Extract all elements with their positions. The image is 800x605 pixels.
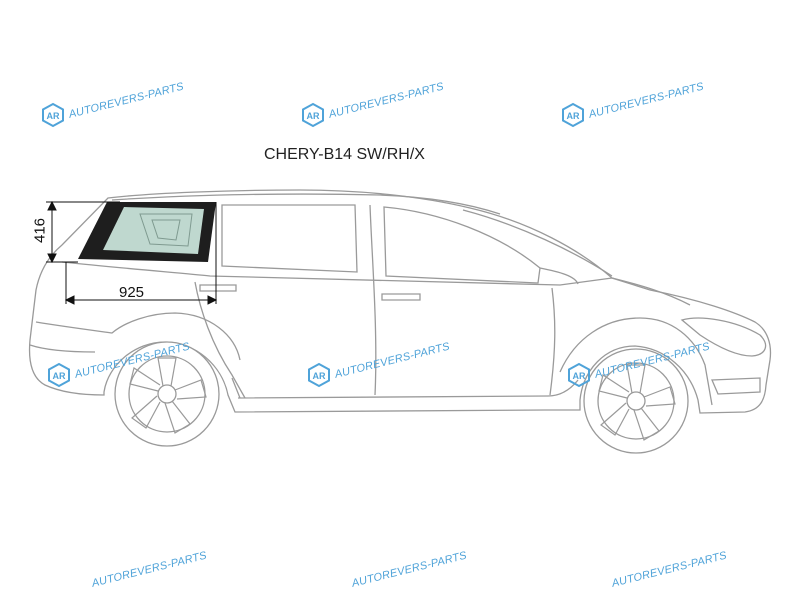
front-door-window bbox=[383, 206, 541, 284]
watermark: AR AUTOREVERS-PARTS bbox=[46, 341, 193, 388]
autorevers-logo-icon: AR bbox=[48, 362, 70, 388]
autorevers-logo-icon: AR bbox=[302, 102, 324, 128]
watermark: AR AUTOREVERS-PARTS bbox=[300, 81, 447, 128]
logo-letters: AR bbox=[567, 111, 580, 121]
watermark: AR AUTOREVERS-PARTS bbox=[40, 81, 187, 128]
front-vent bbox=[711, 377, 761, 395]
dimension-lines bbox=[46, 200, 218, 305]
width-dimension-label: 925 bbox=[119, 284, 145, 301]
quarter-glass-pane bbox=[103, 207, 204, 254]
mirror-line bbox=[539, 267, 579, 285]
belt-line bbox=[61, 261, 613, 286]
roof-rail bbox=[111, 193, 501, 215]
watermark: AUTOREVERS-PARTS bbox=[351, 550, 470, 590]
autorevers-logo-icon: AR bbox=[562, 102, 584, 128]
door-divider bbox=[369, 204, 377, 396]
watermark: AUTOREVERS-PARTS bbox=[91, 550, 210, 590]
logo-letters: AR bbox=[53, 371, 66, 381]
logo-letters: AR bbox=[313, 371, 326, 381]
glass-detail-inner bbox=[151, 219, 181, 241]
rear-door-handle bbox=[199, 284, 237, 292]
rear-door-window bbox=[221, 204, 358, 273]
autorevers-logo-icon: AR bbox=[308, 362, 330, 388]
rear-bumper-line bbox=[29, 344, 96, 353]
watermark: AR AUTOREVERS-PARTS bbox=[566, 341, 713, 388]
body-silhouette bbox=[28, 189, 772, 414]
front-wheel bbox=[583, 348, 689, 454]
headlight bbox=[680, 317, 767, 357]
front-door-front-edge bbox=[549, 287, 556, 396]
width-arrow-right bbox=[207, 295, 218, 305]
watermark: AUTOREVERS-PARTS bbox=[611, 550, 730, 590]
rear-arch-line bbox=[35, 312, 241, 361]
width-arrow-left bbox=[64, 295, 75, 305]
logo-letters: AR bbox=[47, 111, 60, 121]
rear-door-rear-edge bbox=[194, 281, 246, 399]
front-arch-line bbox=[559, 317, 713, 406]
quarter-glass bbox=[78, 202, 216, 262]
logo-letters: AR bbox=[573, 371, 586, 381]
front-door-handle bbox=[381, 293, 421, 301]
watermark: AR AUTOREVERS-PARTS bbox=[306, 341, 453, 388]
glass-detail-outer bbox=[139, 213, 193, 247]
watermark: AR AUTOREVERS-PARTS bbox=[560, 81, 707, 128]
sill-rear bbox=[231, 377, 241, 399]
height-arrow-bottom bbox=[47, 253, 57, 264]
a-pillar bbox=[462, 209, 613, 277]
height-arrow-top bbox=[47, 200, 57, 211]
diagram-title: CHERY-B14 SW/RH/X bbox=[264, 146, 425, 163]
autorevers-logo-icon: AR bbox=[568, 362, 590, 388]
logo-letters: AR bbox=[307, 111, 320, 121]
hood-line bbox=[611, 277, 691, 306]
car-body-outline bbox=[28, 189, 772, 414]
height-dimension-label: 416 bbox=[31, 217, 49, 244]
rear-wheel bbox=[114, 341, 220, 447]
autorevers-logo-icon: AR bbox=[42, 102, 64, 128]
